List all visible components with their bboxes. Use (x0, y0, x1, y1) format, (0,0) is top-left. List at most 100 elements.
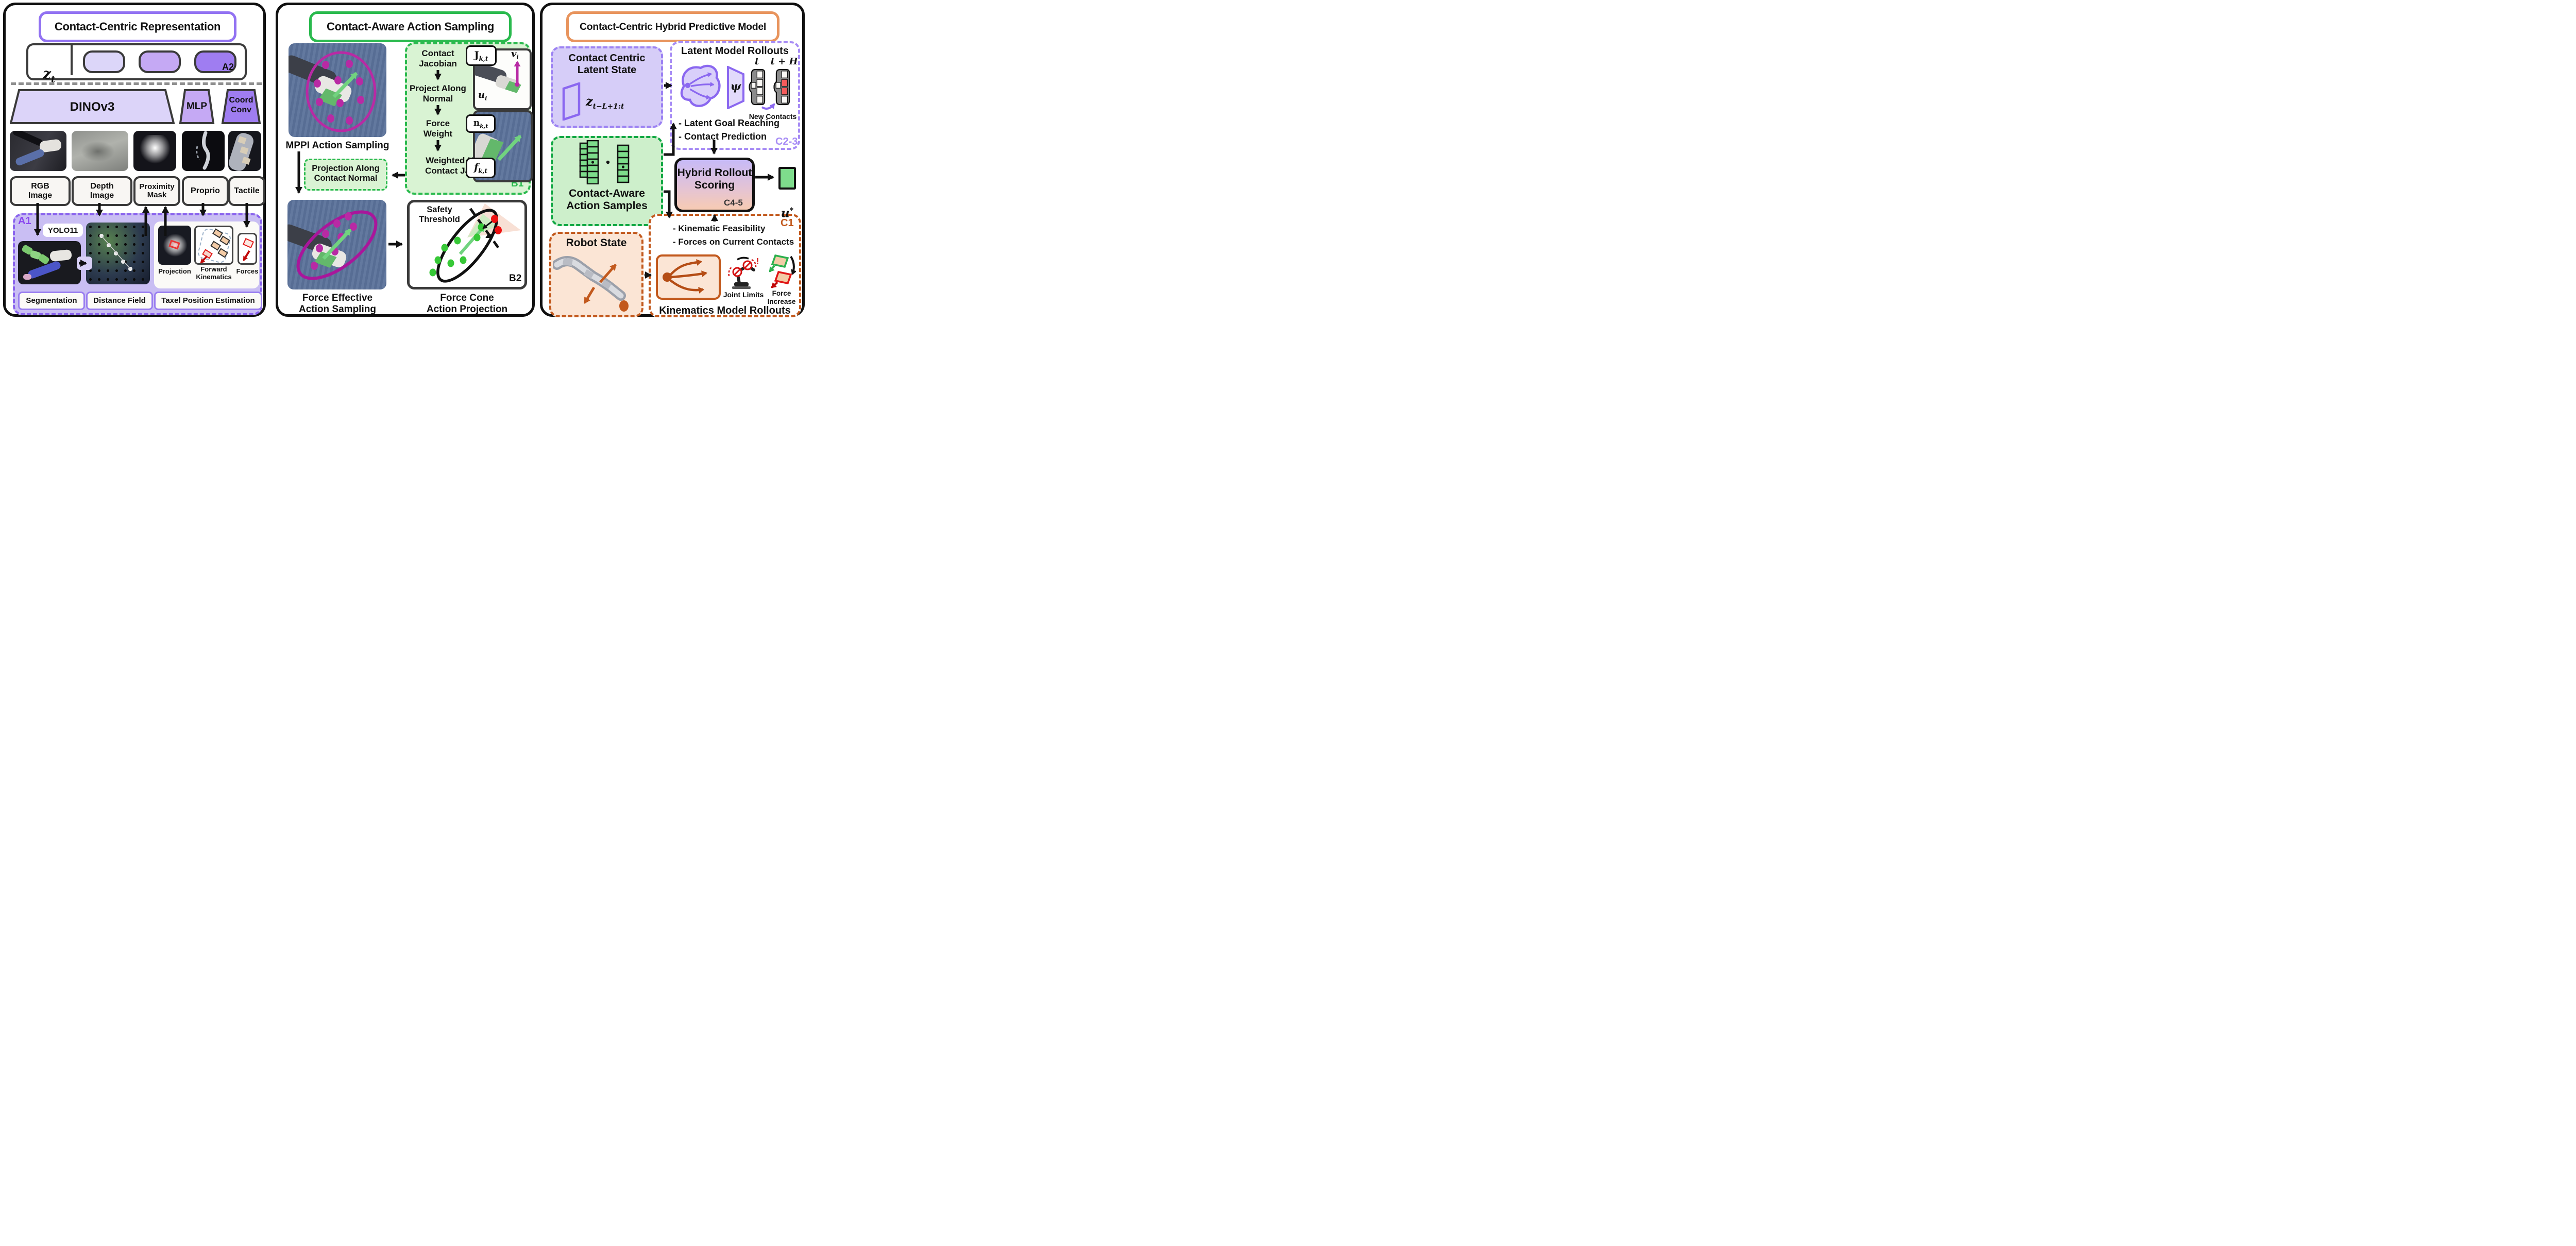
velocity-symbol: vi (511, 48, 519, 61)
tactile-thumbnail (228, 131, 261, 171)
input-proximity-mask: Proximity Mask (133, 176, 180, 206)
a1-tag: A1 (18, 215, 31, 227)
zt-symbol: zt (43, 65, 55, 86)
mppi-caption: MPPI Action Sampling (285, 140, 389, 151)
input-depth-image: Depth Image (72, 176, 132, 206)
mppi-overlay (306, 51, 377, 132)
seg-person-shirt (49, 249, 72, 262)
panel1-dotted-divider (11, 82, 262, 85)
input-proprio: Proprio (182, 176, 229, 206)
force-increase-icon (769, 254, 796, 288)
action-symbol: ui (478, 90, 487, 102)
latent-state-trapezoid-icon (562, 82, 581, 121)
b1-img1-velocity-arrow (514, 61, 521, 87)
panel-hybrid-predictive-model: Contact-Centric Hybrid Predictive Model … (540, 3, 805, 317)
input-tactile: Tactile (228, 176, 265, 206)
new-contacts-label: New Contacts (749, 112, 797, 121)
latent-state-title: Contact Centric Latent State (568, 53, 646, 76)
b1-step-force-weight: Force Weight (423, 118, 453, 139)
mlp-label: MLP (186, 101, 208, 112)
segmentation-image (18, 241, 81, 284)
proprio-thumbnail (182, 131, 225, 171)
force-increase-label: Force Increase (767, 289, 796, 305)
depth-image-thumbnail (72, 131, 128, 171)
joint-limits-icon: ! (728, 257, 759, 289)
panel2-header: Contact-Aware Action Sampling (309, 11, 512, 42)
robot-state-arm-icon (553, 256, 629, 312)
joint-limits-label: Joint Limits (723, 291, 764, 299)
hybrid-rollout-scoring-box (674, 158, 755, 212)
c23-tag: C2-3 (775, 136, 798, 147)
distance-field-white-dots (99, 234, 132, 271)
panel-contact-aware-action-sampling: Contact-Aware Action Sampling MPPI Actio… (276, 3, 535, 317)
robot-state-title: Robot State (566, 237, 627, 249)
normal-symbol-pill: nk,t (466, 114, 496, 133)
seg-to-df-arrow-chip (77, 257, 92, 270)
safety-threshold-label: Safety Threshold (419, 205, 460, 225)
ustar-symbol: u* (781, 206, 794, 220)
b2-tag: B2 (509, 273, 522, 284)
best-action-square (778, 167, 796, 190)
b2-module-box (407, 200, 527, 289)
kinematic-feasibility-bullet: - Kinematic Feasibility (673, 224, 766, 233)
action-samples-label: Contact-Aware Action Samples (566, 187, 648, 212)
action-samples-box (551, 136, 663, 226)
forces-arrow (243, 250, 250, 261)
projection-glow (163, 234, 187, 257)
a2-tag: A2 (222, 62, 234, 72)
latent-rollouts-title: Latent Model Rollouts (681, 45, 789, 57)
latent-state-symbol: zt−L+1:t (586, 94, 624, 111)
output-segmentation: Segmentation (18, 292, 85, 310)
kinematics-flow-icon (663, 259, 707, 294)
rgb-robot-arm-shape (12, 131, 44, 147)
jacobian-symbol-pill: Jk,t (466, 45, 497, 66)
forces-current-contacts-bullet: - Forces on Current Contacts (673, 237, 794, 247)
panel-contact-centric-representation: Contact-Centric Representation zt A2 DIN… (3, 3, 266, 317)
rgb-image-thumbnail (10, 131, 66, 171)
panel3-title: Contact-Centric Hybrid Predictive Model (579, 21, 767, 32)
panel2-title: Contact-Aware Action Sampling (326, 20, 494, 33)
projection-along-normal-label: Projection Along Contact Normal (312, 164, 380, 183)
psi-symbol: ψ (730, 80, 741, 93)
forward-kinematics-caption: Forward Kinematics (196, 265, 232, 281)
force-cone-caption: Force Cone Action Projection (426, 293, 508, 315)
coordconv-label: Coord Conv (229, 96, 253, 114)
output-distance-field: Distance Field (86, 292, 153, 310)
hybrid-rollout-scoring-label: Hybrid Rollout Scoring (677, 167, 752, 192)
latent-goal-reaching-bullet: - Latent Goal Reaching (679, 118, 780, 128)
force-effective-caption: Force Effective Action Sampling (299, 293, 376, 315)
time-t-label: t (754, 56, 759, 67)
kinematics-rollouts-title: Kinematics Model Rollouts (659, 305, 791, 316)
contacts-t-icon (749, 69, 766, 106)
c1-tag: C1 (781, 217, 794, 229)
c45-tag: C4-5 (724, 198, 743, 208)
output-taxel-position-estimation: Taxel Position Estimation (154, 292, 262, 310)
time-tH-label: t + H (770, 56, 798, 67)
b1-step-project-along-normal: Project Along Normal (410, 83, 466, 104)
dinov3-label: DINOv3 (70, 100, 115, 114)
contact-prediction-bullet: - Contact Prediction (679, 131, 767, 142)
yolo11-label: YOLO11 (43, 224, 83, 237)
forces-diagram (238, 233, 257, 265)
mlp-trapezoid-icon (179, 89, 215, 124)
fk-force-arrow (200, 255, 208, 264)
figure-canvas: Contact-Centric Representation zt A2 DIN… (0, 0, 808, 320)
projection-along-normal-box (304, 159, 387, 191)
seg-feet (23, 274, 31, 280)
forward-kinematics-diagram (194, 226, 233, 265)
depth-blob-shape (81, 141, 115, 162)
svg-text:!: ! (756, 257, 759, 266)
proximity-mask-thumbnail (133, 131, 176, 171)
projection-image (158, 226, 191, 265)
b1-step-contact-jacobian: Contact Jacobian (419, 48, 457, 69)
dinov3-trapezoid-icon (10, 89, 175, 124)
coordconv-trapezoid-icon (221, 89, 261, 124)
kinematics-rollout-icon-box (656, 254, 721, 300)
rgb-person-legs-shape (14, 148, 45, 167)
latent-manifold-blob-icon (680, 64, 721, 107)
latent-zt-divider (71, 44, 73, 75)
force-cone-diagram (429, 203, 521, 283)
proprio-arm-icon (196, 131, 210, 170)
mppi-sampling-photo (289, 43, 386, 137)
projection-caption: Projection (158, 267, 191, 275)
